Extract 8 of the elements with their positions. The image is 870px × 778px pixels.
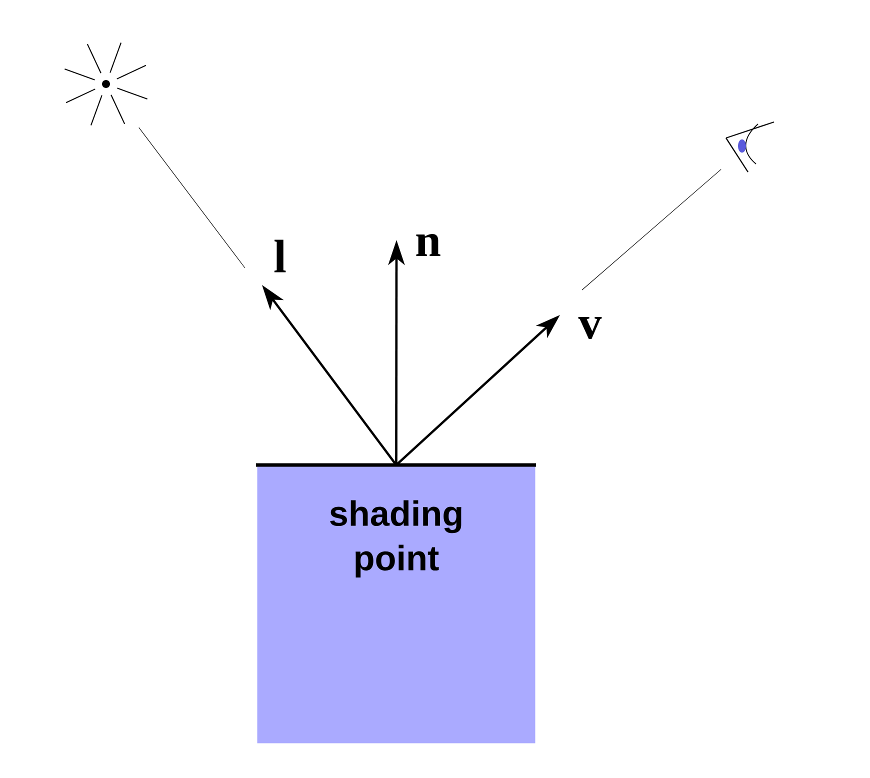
surface-box: shading point — [256, 463, 536, 744]
light-icon — [64, 42, 148, 126]
vector-label: v — [578, 317, 602, 339]
vector-label: n — [416, 234, 440, 256]
line — [138, 127, 246, 268]
line — [582, 169, 722, 290]
vector-label: l — [274, 240, 286, 272]
eye-icon — [726, 121, 774, 172]
